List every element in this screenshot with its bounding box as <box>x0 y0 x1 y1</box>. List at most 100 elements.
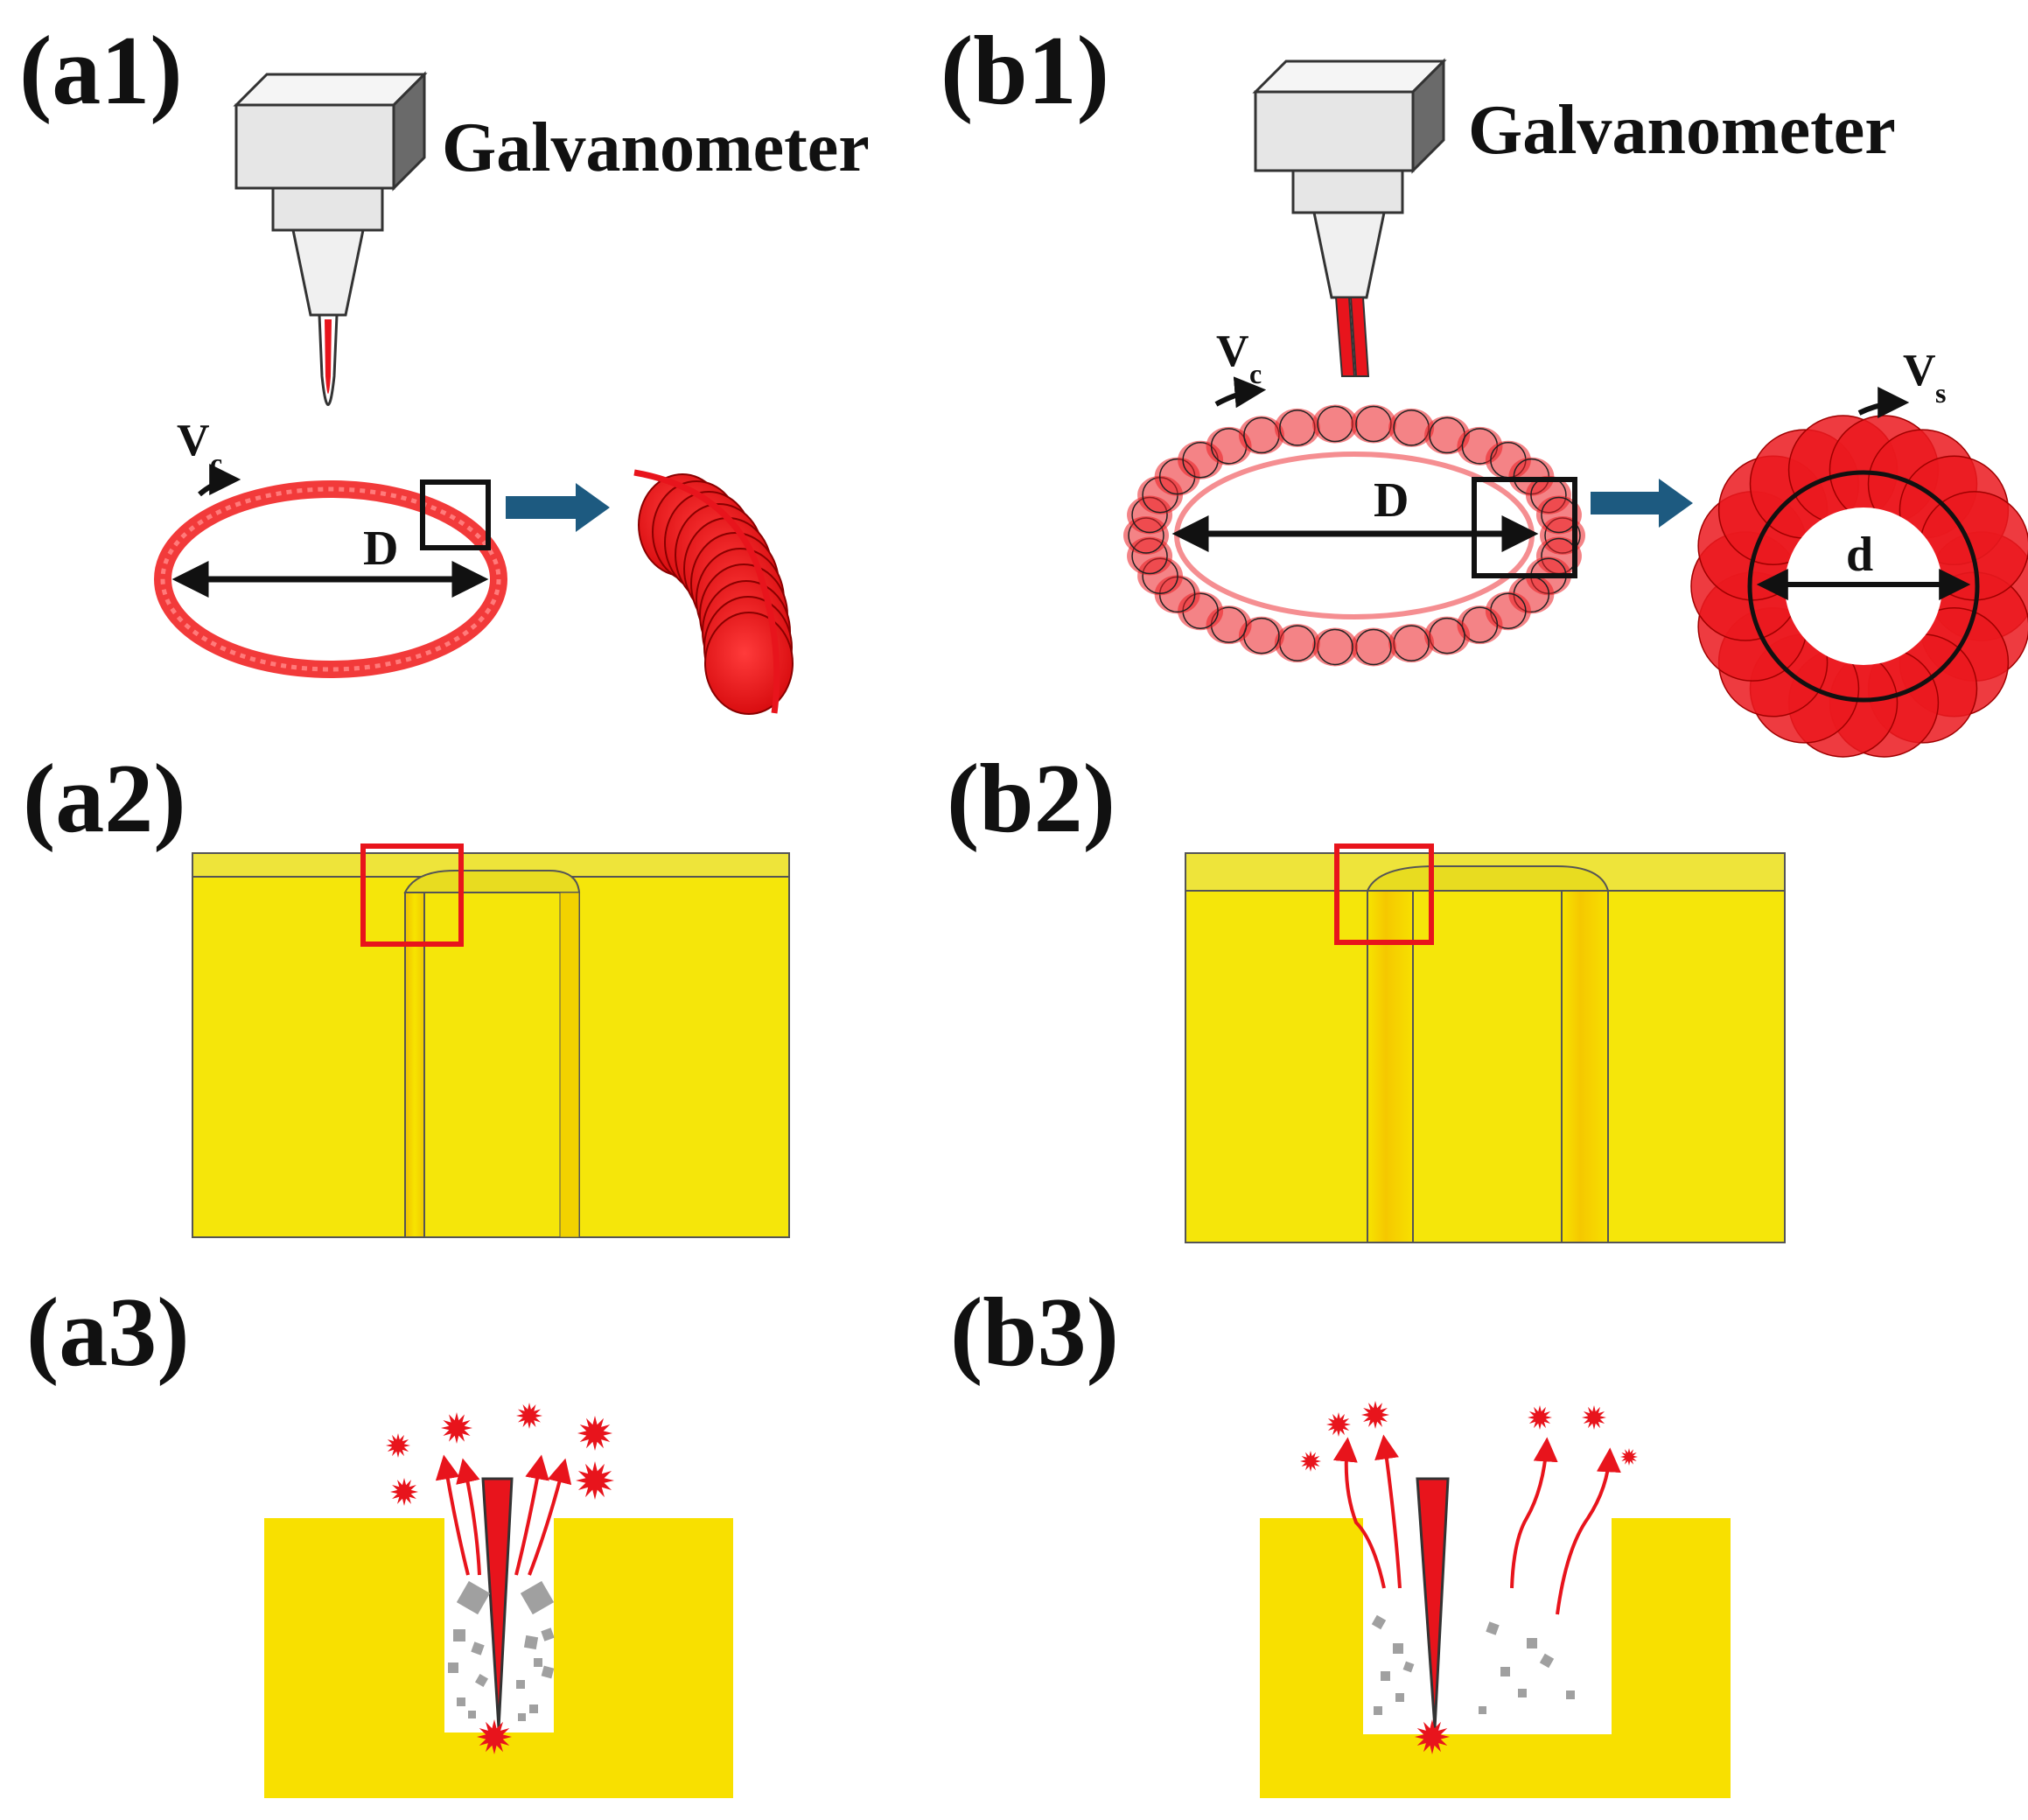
ring-spot <box>1350 627 1396 667</box>
ring-spot <box>1274 408 1320 447</box>
galvanometer-b1 <box>1252 58 1447 377</box>
velocity-subscript-b1: c <box>1249 358 1262 389</box>
debris-particle <box>457 1698 465 1706</box>
drilled-block-b2 <box>1185 844 1786 1243</box>
ring-spot <box>1238 416 1284 455</box>
spark <box>1528 1405 1552 1430</box>
velocity-symbol-vs: V <box>1903 346 1936 396</box>
debris-particle <box>1374 1706 1382 1715</box>
ring-spot <box>1312 627 1359 667</box>
spark <box>386 1433 410 1458</box>
debris-particle <box>520 1580 555 1615</box>
panel-label-a2: (a2) <box>23 745 186 853</box>
zoom-arrow-b1 <box>1591 479 1693 528</box>
debris-particle <box>1566 1690 1575 1699</box>
scan-ring-b1 <box>1123 404 1585 667</box>
laser-beam-b3 <box>1416 1477 1450 1729</box>
panel-label-a3: (a3) <box>26 1278 190 1387</box>
panel-label-b3: (b3) <box>950 1278 1119 1387</box>
debris-particle <box>468 1711 476 1718</box>
debris-particle <box>1402 1661 1415 1673</box>
spark <box>1326 1412 1351 1437</box>
ring-spot <box>1274 624 1320 663</box>
ablation-point <box>1415 1719 1450 1754</box>
panel-label-b1: (b1) <box>941 17 1109 125</box>
ablation-point <box>477 1719 512 1754</box>
scan-ring-a1 <box>154 480 507 678</box>
plume-arrow <box>1510 1437 1558 1589</box>
drilled-block-a2 <box>192 844 790 1238</box>
ring-spot <box>1424 616 1471 655</box>
debris-particle <box>529 1704 538 1713</box>
debris-particle <box>456 1580 491 1615</box>
debris-particle <box>474 1673 489 1688</box>
spark <box>1620 1448 1638 1466</box>
debris-particle <box>448 1662 458 1673</box>
ring-spot <box>1350 404 1396 444</box>
debris-particle <box>1371 1614 1387 1630</box>
debris-particle <box>1539 1653 1555 1669</box>
velocity-subscript-a1: c <box>210 447 222 479</box>
debris-particle <box>1486 1621 1500 1635</box>
zoom-arrow-a1 <box>506 483 610 532</box>
debris-particle <box>1395 1693 1404 1702</box>
spark <box>441 1412 472 1444</box>
plume-arrow <box>1556 1447 1621 1615</box>
velocity-subscript-vs: s <box>1935 377 1946 409</box>
galvanometer-label-b1: Galvanometer <box>1468 92 1896 169</box>
plume-arrow <box>1374 1434 1402 1589</box>
debris-particle <box>516 1680 525 1689</box>
spark <box>576 1461 614 1500</box>
debris-particle <box>534 1658 542 1667</box>
velocity-symbol-b1: V <box>1216 326 1249 376</box>
ring-spot <box>1388 408 1435 447</box>
detail-box-b2 <box>1334 844 1434 945</box>
zoomed-spot-ring-b1 <box>1690 415 2028 758</box>
debris-particle <box>453 1629 465 1642</box>
zoom-path-circle <box>1747 470 1980 703</box>
velocity-vs-b1: V s <box>1857 346 1946 419</box>
ring-spot <box>1535 495 1582 535</box>
spark <box>1361 1401 1389 1429</box>
spark <box>390 1478 418 1506</box>
zoom-box-a1 <box>420 480 491 550</box>
cross-section-a3 <box>264 1477 733 1798</box>
debris-particle <box>518 1713 526 1721</box>
ring-spot <box>1388 624 1435 663</box>
panel-label-b2: (b2) <box>947 745 1115 853</box>
debris-particle <box>471 1642 485 1656</box>
panel-label-a1: (a1) <box>19 17 183 125</box>
spark <box>1300 1451 1321 1472</box>
diameter-label-a1: D <box>363 522 398 576</box>
velocity-vc-b1: V c <box>1214 326 1267 409</box>
debris-particle <box>541 1665 555 1679</box>
plume-arrow <box>1332 1437 1386 1589</box>
debris-particle <box>1381 1671 1390 1681</box>
galvanometer-label-a1: Galvanometer <box>442 109 870 186</box>
debris-particle <box>1527 1638 1537 1648</box>
zoomed-spots-a1 <box>633 469 794 715</box>
debris-particle <box>523 1634 539 1650</box>
debris-particle <box>1518 1689 1527 1698</box>
zoom-box-b1 <box>1472 477 1577 578</box>
ejecta-a3 <box>386 1403 614 1754</box>
spark <box>1582 1405 1606 1430</box>
laser-beam-a3 <box>481 1477 514 1729</box>
ring-spot <box>1312 404 1359 444</box>
ejecta-b3 <box>1300 1401 1638 1754</box>
inner-diameter-label: d <box>1846 528 1873 582</box>
debris-particle <box>1479 1706 1486 1714</box>
velocity-symbol-a1: V <box>177 416 210 466</box>
detail-box-a2 <box>360 844 464 947</box>
plume-arrow <box>435 1454 470 1576</box>
diameter-label-b1: D <box>1374 473 1409 528</box>
spark <box>577 1416 612 1451</box>
cross-section-b3 <box>1260 1477 1731 1798</box>
debris-particle <box>1500 1667 1510 1676</box>
debris-particle <box>1393 1643 1403 1654</box>
velocity-vc-a1: V c <box>177 416 241 497</box>
plume-arrow <box>514 1454 549 1576</box>
galvanometer-a1 <box>233 71 428 406</box>
debris-particle <box>541 1628 555 1642</box>
